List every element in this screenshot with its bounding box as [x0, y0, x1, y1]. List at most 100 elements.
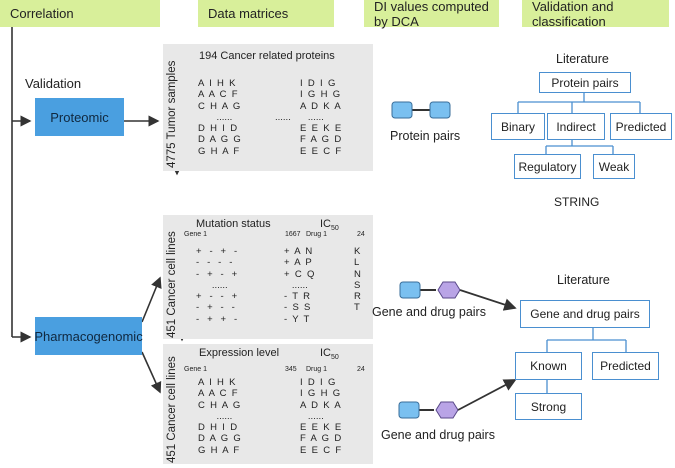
- gene-drug-pair-graphic-1: [399, 281, 461, 299]
- matrix1-right-row: A D K A: [300, 100, 341, 112]
- tree1-literature-label: Literature: [556, 52, 609, 66]
- matrix2-left-row: - + - -: [196, 302, 235, 314]
- matrix3-right-row: A D K A: [300, 399, 341, 411]
- matrix3-right-row: I G H G: [300, 388, 341, 400]
- pharmaco-to-mutation-arrow: [141, 276, 162, 323]
- tree1-regulatory-node: Regulatory: [514, 154, 581, 179]
- gene-drug-pairs-label-2: Gene and drug pairs: [381, 428, 495, 442]
- tree1-binary-node: Binary: [491, 113, 545, 140]
- matrix3-right-row: E E C F: [300, 444, 342, 456]
- matrix3-left-row: A A C F: [198, 388, 238, 400]
- matrix3-gene-start: Gene 1: [184, 366, 207, 373]
- matrix2-right-row: K: [354, 246, 361, 257]
- matrix2-drug-start: Drug 1: [306, 231, 328, 238]
- proteomic-text: Proteomic: [50, 109, 109, 125]
- proteomic-box: Proteomic: [35, 98, 124, 136]
- matrix3-gene-end: 345: [285, 366, 297, 373]
- tree1-weak-node: Weak: [593, 154, 635, 179]
- matrix2-mid-row: - Y T: [284, 313, 310, 325]
- tree1-indirect-text: Indirect: [556, 119, 596, 134]
- matrix3-title: Expression level: [199, 347, 280, 359]
- matrix2-left-row: + - + -: [196, 246, 238, 257]
- matrix3-right-row: I D I G: [300, 377, 336, 388]
- pharmaco-to-expression-arrow: [141, 351, 162, 394]
- matrix1-panel: [163, 44, 373, 171]
- matrix1-left-row: D A G G: [198, 134, 241, 146]
- matrix2-gene-start: Gene 1: [184, 231, 207, 238]
- matrix3-ic50-text: IC: [320, 347, 331, 359]
- matrix3-left-row: D H I D: [198, 422, 238, 434]
- matrix1-side-label: 4775 Tumor samples: [166, 60, 178, 168]
- header-correlation-text: Correlation: [10, 6, 74, 21]
- tree2-known-text: Known: [530, 359, 567, 373]
- matrix2-right-row: L: [354, 257, 360, 269]
- matrix2-gene-end: 1667: [285, 231, 301, 238]
- tree1-predicted-text: Predicted: [615, 119, 667, 134]
- tree1-weak-text: Weak: [598, 159, 630, 174]
- matrix3-right-row: ......: [300, 410, 324, 422]
- pairs1-to-tree-arrow: [459, 289, 517, 311]
- matrix2-left-row: ......: [196, 279, 228, 291]
- matrix2-left-block: + - + -- - - -- + - + ......+ - - +- + -…: [196, 246, 237, 325]
- pharmacogenomic-text: Pharmacogenomic: [34, 328, 143, 344]
- matrix3-ic50-sub: 50: [331, 354, 339, 362]
- header-validation: Validation and classification: [522, 0, 669, 29]
- matrix2-mid-block: + A N+ A P+ C Q ......- T R- S S- Y T: [284, 246, 314, 325]
- matrix3-drug-end: 24: [357, 366, 365, 373]
- matrix2-mid-row: ......: [284, 279, 308, 291]
- tree2-connectors: [546, 328, 627, 393]
- tree1-protein-pairs-text: Protein pairs: [551, 75, 619, 90]
- gene-drug-pairs-label-1: Gene and drug pairs: [372, 305, 486, 319]
- matrix2-left-row: - + + -: [196, 313, 238, 325]
- matrix2-side-label: 451 Cancer cell lines: [166, 231, 178, 338]
- matrix2-right-row: T: [354, 302, 360, 314]
- header-correlation: Correlation: [0, 0, 160, 27]
- tree2-strong-node: Strong: [515, 393, 582, 420]
- matrix2-mid-row: - S S: [284, 302, 311, 314]
- matrix3-left-row: A I H K: [198, 377, 236, 388]
- tree1-string-label: STRING: [554, 195, 600, 209]
- matrix3-drug-start: Drug 1: [306, 366, 328, 373]
- matrix3-left-row: ......: [198, 410, 233, 422]
- matrix1-mid-dots: ......: [275, 112, 291, 123]
- tree1-predicted-node: Predicted: [610, 113, 672, 140]
- matrix1-right-row: I D I G: [300, 78, 336, 89]
- matrix2-mid-row: + C Q: [284, 268, 315, 280]
- matrix2-ic50-text: IC: [320, 218, 331, 230]
- matrix1-left-row: ......: [198, 111, 233, 123]
- matrix1-right-row: E E K E: [300, 123, 342, 135]
- matrix3-right-row: F A G D: [300, 433, 342, 445]
- tree1-regulatory-text: Regulatory: [518, 159, 577, 174]
- matrix2-drug-end: 24: [357, 231, 365, 238]
- matrix2-left-row: - - - -: [196, 257, 233, 269]
- matrix2-mid-row: + A N: [284, 246, 313, 257]
- matrix2-ic50-sub: 50: [331, 225, 339, 233]
- matrix1-left-row: C H A G: [198, 100, 241, 112]
- tree2-gene-drug-pairs-text: Gene and drug pairs: [530, 307, 640, 321]
- tree1-connectors: [517, 92, 641, 154]
- tree2-known-node: Known: [515, 352, 582, 380]
- matrix1-right-row: E E C F: [300, 145, 342, 157]
- matrix1-right-row: ......: [300, 111, 324, 123]
- pairs2-to-tree-arrow: [457, 379, 517, 411]
- matrix1-left-row: D H I D: [198, 123, 238, 135]
- matrix2-right-row: R: [354, 291, 361, 303]
- matrix2-left-row: - + - +: [196, 268, 238, 280]
- matrix2-left-row: + - - +: [196, 291, 238, 303]
- validation-label: Validation: [25, 76, 82, 91]
- matrix3-panel: [163, 344, 373, 464]
- tree1-binary-text: Binary: [500, 119, 535, 134]
- tree2-predicted-node: Predicted: [592, 352, 659, 380]
- matrix3-left-row: D A G G: [198, 433, 241, 445]
- tree1-indirect-node: Indirect: [547, 113, 605, 140]
- matrix2-mid-row: + A P: [284, 257, 312, 269]
- tree2-predicted-text: Predicted: [600, 359, 651, 373]
- matrix1-right-row: I G H G: [300, 89, 341, 101]
- pharmacogenomic-box: Pharmacogenomic: [34, 317, 143, 355]
- matrix2-right-row: N: [354, 268, 361, 280]
